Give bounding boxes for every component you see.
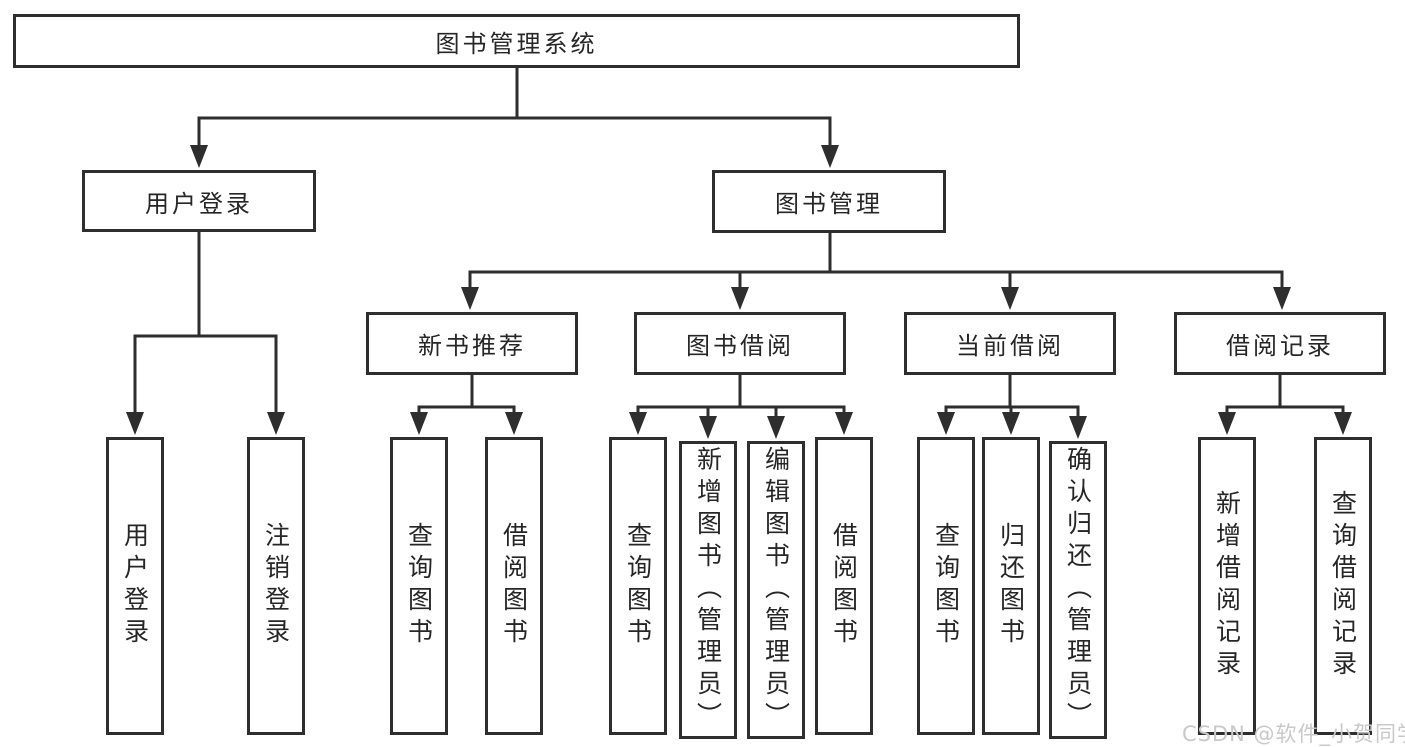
leaf-confirm-return-admin: 确认归还（管理员） — [1049, 441, 1107, 739]
node-root-system: 图书管理系统 — [13, 14, 1020, 68]
leaf-edit-book-admin: 编辑图书（管理员） — [747, 441, 805, 739]
leaf-return-book: 归还图书 — [982, 437, 1040, 735]
node-new-book-recommend: 新书推荐 — [366, 312, 578, 375]
leaf-query-book-borrow: 查询图书 — [609, 437, 667, 735]
leaf-query-borrow-record: 查询借阅记录 — [1314, 437, 1372, 735]
leaf-add-borrow-record: 新增借阅记录 — [1198, 437, 1256, 735]
leaf-borrow-book-recommend: 借阅图书 — [485, 437, 543, 735]
leaf-logout: 注销登录 — [247, 437, 305, 735]
leaf-user-login: 用户登录 — [106, 437, 164, 735]
node-user-login: 用户登录 — [82, 170, 316, 232]
leaf-add-book-admin: 新增图书（管理员） — [679, 441, 737, 739]
node-book-borrow: 图书借阅 — [634, 312, 846, 375]
node-borrow-record: 借阅记录 — [1174, 312, 1386, 375]
csdn-watermark: CSDN @软件_小贺同学 — [1182, 722, 1405, 746]
leaf-query-book-recommend: 查询图书 — [390, 437, 448, 735]
leaf-borrow-book: 借阅图书 — [815, 437, 873, 735]
node-current-borrow: 当前借阅 — [904, 312, 1116, 375]
leaf-query-book-current: 查询图书 — [917, 437, 975, 735]
node-book-management: 图书管理 — [712, 170, 946, 233]
